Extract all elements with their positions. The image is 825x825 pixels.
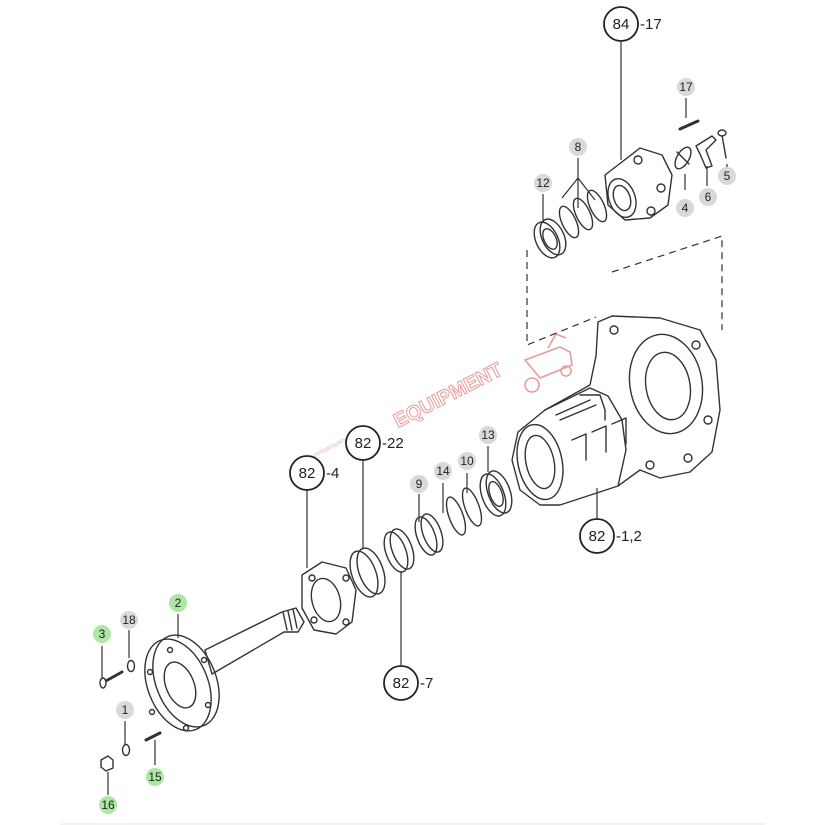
axle-housing [511, 315, 721, 506]
callout-suffix: -1,2 [616, 528, 642, 545]
svg-text:15: 15 [148, 770, 162, 784]
callout-number: 82 [355, 435, 372, 452]
seal-rings [558, 189, 608, 239]
nut-16 [100, 755, 114, 772]
svg-text:5: 5 [724, 169, 731, 183]
part-tag-17: 17 [677, 78, 695, 96]
bolt-3 [99, 670, 124, 689]
callout-84-17: 84 -17 [603, 6, 662, 42]
callout-82-4: 82 -4 [289, 455, 339, 491]
bolt-5 [717, 129, 727, 159]
svg-text:1: 1 [122, 703, 129, 717]
seal-9 [414, 513, 444, 556]
svg-text:3: 3 [99, 627, 106, 641]
part-tag-16: 16 [99, 796, 117, 814]
part-tag-4: 4 [676, 199, 694, 217]
callout-number: 82 [589, 528, 606, 545]
callout-suffix: -17 [640, 16, 662, 33]
part-tag-2: 2 [169, 594, 187, 612]
svg-text:18: 18 [122, 613, 136, 627]
svg-text:8: 8 [575, 140, 582, 154]
callout-number: 82 [299, 465, 316, 482]
part-tag-6: 6 [699, 188, 717, 206]
svg-text:14: 14 [436, 464, 450, 478]
part-tag-10: 10 [458, 452, 476, 470]
axle-shaft [144, 607, 305, 732]
alignment-dashed-line [526, 250, 597, 346]
callout-suffix: -22 [382, 435, 404, 452]
part-tag-8: 8 [569, 138, 587, 156]
callout-82-1-2: 82 -1,2 [579, 518, 642, 554]
part-tag-9: 9 [410, 475, 428, 493]
coupling-housing [604, 147, 673, 221]
ring-14 [445, 496, 467, 536]
svg-text:10: 10 [460, 454, 474, 468]
callout-82-7: 82 -7 [383, 665, 433, 701]
leader-lines [101, 42, 728, 795]
svg-text:13: 13 [481, 428, 495, 442]
retainer-plate-82-4 [301, 561, 357, 635]
callout-suffix: -7 [420, 675, 433, 692]
pin-17 [678, 119, 700, 131]
svg-text:6: 6 [705, 190, 712, 204]
watermark-text: EQUIPMENT [390, 359, 506, 433]
svg-text:2: 2 [175, 596, 182, 610]
part-tag-5: 5 [718, 167, 736, 185]
svg-text:12: 12 [536, 176, 550, 190]
part-tag-14: 14 [434, 462, 452, 480]
callout-suffix: -4 [326, 465, 339, 482]
tab-washer-6 [695, 135, 717, 169]
callout-number: 84 [613, 16, 630, 33]
stud-15 [144, 731, 162, 742]
washer-18 [126, 659, 136, 673]
callout-number: 82 [393, 675, 410, 692]
tractor-logo-icon [523, 332, 573, 393]
part-tag-15: 15 [146, 768, 164, 786]
ring-82-22 [349, 547, 386, 598]
part-tag-3: 3 [93, 625, 111, 643]
plate-4 [674, 146, 692, 170]
bearing-12 [533, 218, 567, 259]
part-tag-18: 18 [120, 611, 138, 629]
bearing-13 [479, 470, 513, 517]
alignment-dashed-line-right [611, 235, 723, 330]
washer-1 [121, 743, 131, 757]
svg-text:16: 16 [101, 798, 115, 812]
callout-82-22: 82 -22 [345, 425, 404, 461]
svg-text:17: 17 [679, 80, 693, 94]
svg-text:4: 4 [682, 201, 689, 215]
part-tag-12: 12 [534, 174, 552, 192]
part-tag-1: 1 [116, 701, 134, 719]
ring-10 [461, 487, 483, 527]
ring-82-7 [383, 528, 415, 573]
svg-text:9: 9 [416, 477, 423, 491]
part-tag-13: 13 [479, 426, 497, 444]
